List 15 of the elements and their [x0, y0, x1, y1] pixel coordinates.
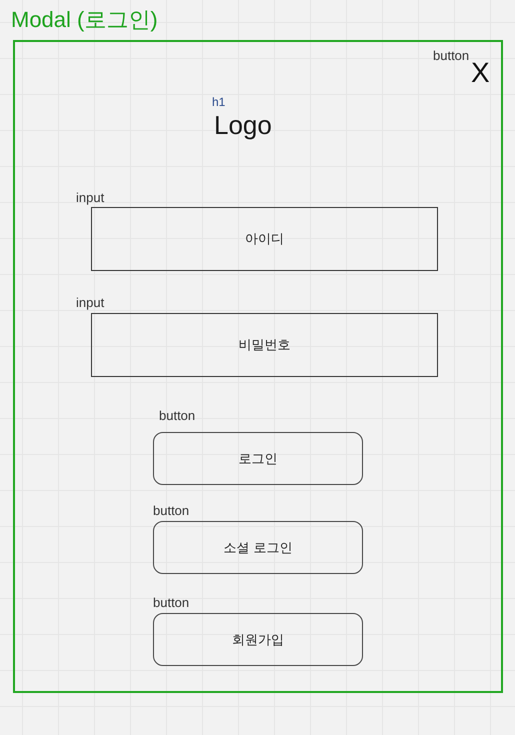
element-tag-label: button — [153, 595, 190, 611]
input-field: 아이디 — [91, 207, 438, 271]
element-tag-label: input — [76, 295, 104, 311]
rounded-button: 로그인 — [153, 432, 363, 485]
element-tag-label: button — [153, 503, 190, 519]
heading-tag-label: h1 — [212, 95, 226, 109]
element-tag-label: button — [433, 48, 470, 64]
heading-placeholder-text: Logo — [214, 110, 272, 140]
input-field: 비밀번호 — [91, 313, 438, 377]
modal-title: Modal (로그인) — [11, 6, 158, 34]
element-tag-label: button — [159, 408, 196, 424]
close-x-text: X — [471, 59, 490, 87]
rounded-button: 회원가입 — [153, 613, 363, 666]
element-tag-label: input — [76, 190, 104, 206]
rounded-button: 소셜 로그인 — [153, 521, 363, 574]
